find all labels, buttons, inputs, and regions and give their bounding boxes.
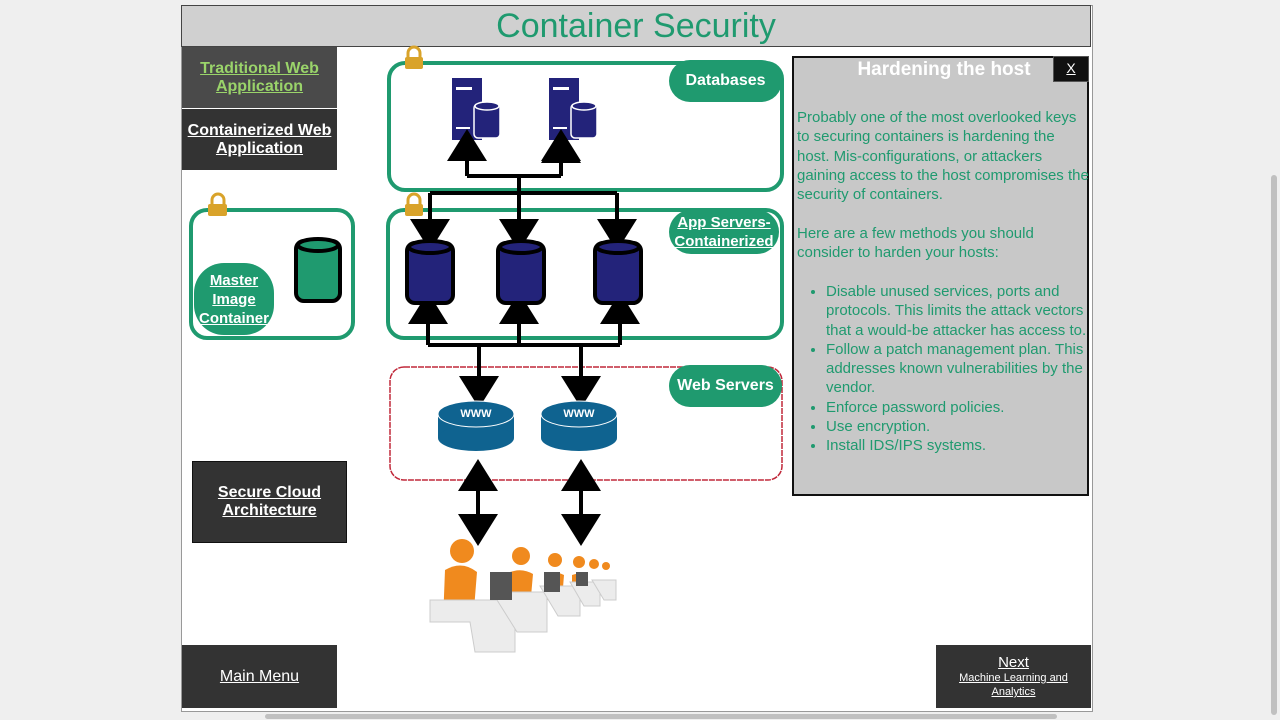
title-bar: Container Security [181, 5, 1091, 47]
lock-icon [405, 45, 423, 69]
next-button[interactable]: Next Machine Learning and Analytics [936, 645, 1091, 708]
container-icon [496, 239, 546, 305]
databases-label: Databases [669, 60, 782, 102]
panel-title: Hardening the host [857, 59, 1031, 80]
container-icon [593, 239, 643, 305]
list-item: Disable unused services, ports and proto… [826, 282, 1088, 340]
web-servers-label: Web Servers [669, 365, 782, 407]
containerized-label: Containerized [674, 233, 774, 250]
master-image-container-link[interactable]: Master Image Container [194, 263, 274, 335]
web-server-icon [437, 400, 515, 451]
horizontal-scrollbar[interactable] [265, 714, 1057, 719]
list-item: Install IDS/IPS systems. [826, 436, 1088, 455]
next-label: Next [998, 654, 1029, 671]
containerized-web-app-button[interactable]: Containerized Web Application [182, 109, 337, 170]
traditional-web-app-button[interactable]: Traditional Web Application [182, 47, 337, 108]
web-server-icon [540, 400, 618, 451]
panel-paragraph: Here are a few methods you should consid… [797, 225, 1034, 262]
list-item: Enforce password policies. [826, 398, 1088, 417]
users-illustration [429, 539, 617, 653]
next-sublabel: Machine Learning and Analytics [959, 672, 1068, 698]
app-servers-label: App Servers- [677, 214, 771, 231]
www-label: WWW [460, 408, 492, 420]
vertical-scrollbar[interactable] [1271, 175, 1277, 715]
app-servers-containerized-link[interactable]: App Servers- Containerized [669, 210, 779, 254]
main-menu-button[interactable]: Main Menu [182, 645, 337, 708]
hardening-host-panel: Hardening the host X Probably one of the… [792, 56, 1089, 496]
close-button[interactable]: X [1053, 56, 1089, 82]
page-title: Container Security [496, 7, 776, 45]
lock-icon [405, 192, 423, 216]
secure-cloud-architecture-button[interactable]: Secure Cloud Architecture [192, 461, 347, 543]
methods-list: Disable unused services, ports and proto… [794, 282, 1088, 456]
www-label: WWW [563, 408, 595, 420]
list-item: Follow a patch management plan. This add… [826, 340, 1088, 398]
lock-icon [208, 192, 227, 216]
master-container-icon [294, 237, 342, 303]
list-item: Use encryption. [826, 417, 1088, 436]
panel-paragraph: Probably one of the most overlooked keys… [797, 109, 1089, 204]
container-icon [405, 239, 455, 305]
